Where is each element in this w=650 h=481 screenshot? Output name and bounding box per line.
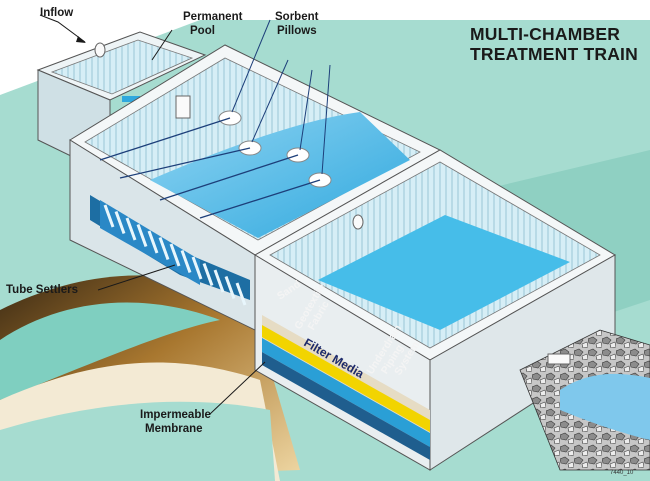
permanent-pool-label-1: Permanent <box>183 11 243 23</box>
impermeable-membrane-label-2: Membrane <box>145 423 203 435</box>
filter-chamber-water <box>318 215 570 330</box>
title-line-2: TREATMENT TRAIN <box>470 44 638 64</box>
tube-settler-tube <box>235 282 247 306</box>
tube-settler-tube <box>103 204 115 228</box>
membrane-leader <box>209 361 266 415</box>
tube-settler-tube <box>191 256 203 280</box>
sorbent-pillows-label-2: Pillows <box>277 25 317 37</box>
tube-settlers-leader <box>97 264 176 291</box>
tube-settler-tube <box>180 249 192 274</box>
inflow-label: Inflow <box>40 7 73 19</box>
tube-settler-tube <box>125 217 137 241</box>
impermeable-membrane-label-1: Impermeable <box>140 409 211 421</box>
tube-settler-tube <box>169 243 181 267</box>
filter-media-layer <box>262 325 430 432</box>
tube-settler-tube <box>202 262 214 287</box>
underdrain-layer <box>262 338 430 447</box>
tube-settler-tube <box>224 275 236 300</box>
tube-settler-tube <box>158 236 170 261</box>
figure-number: 7440_10 <box>610 470 634 476</box>
sorbent-pillows <box>99 19 332 219</box>
tube-settler-tube <box>213 269 225 293</box>
chamber-water <box>150 112 410 238</box>
permanent-pool-leader <box>151 29 173 61</box>
tube-settlers <box>90 195 250 300</box>
tube-settlers-label: Tube Settlers <box>6 284 78 296</box>
inflow-leader <box>39 14 86 43</box>
title-line-1: MULTI-CHAMBER <box>470 24 620 44</box>
permanent-pool-label-2: Pool <box>190 25 215 37</box>
tube-settler-tube <box>147 230 159 254</box>
tube-settler-tube <box>136 223 148 248</box>
tube-settler-tube <box>114 210 126 235</box>
filter-chamber <box>254 149 616 471</box>
sorbent-pillows-label-1: Sorbent <box>275 11 319 23</box>
outlet-riprap <box>519 329 650 471</box>
